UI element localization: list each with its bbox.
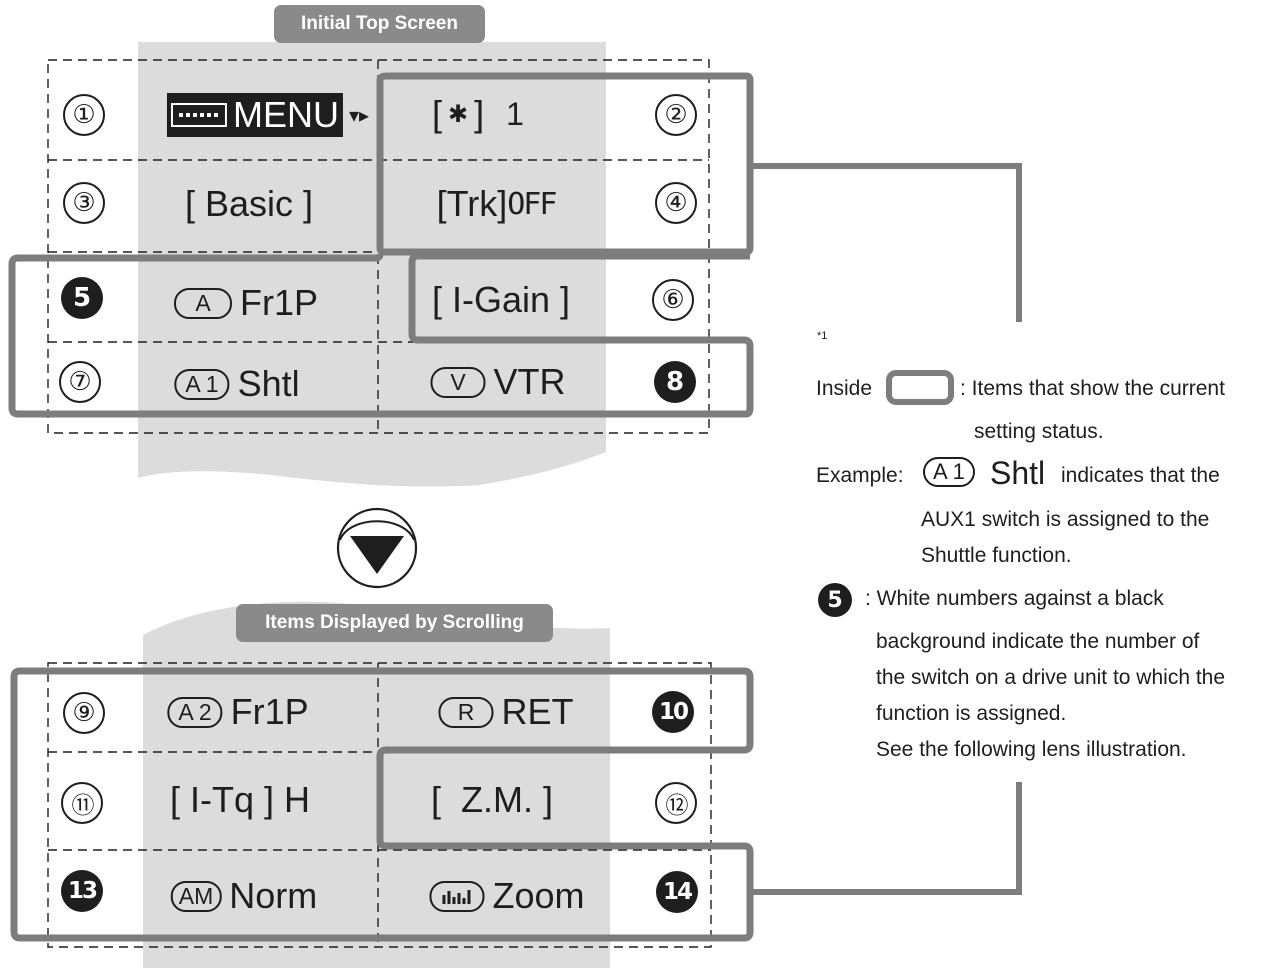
menu-arrow-icon: ▾▸ (348, 104, 370, 127)
legend-example-desc-1: indicates that the (1061, 464, 1220, 487)
item-10-label: RET (501, 691, 574, 732)
item-4[interactable]: [Trk] OFF (436, 180, 558, 228)
legend-footnote: *1 (817, 330, 828, 342)
legend-example-key: A 1 (923, 457, 975, 487)
setting-frames (8, 72, 754, 942)
legend-filled-num: 5 (818, 583, 852, 617)
frame-9-10 (10, 667, 754, 942)
legend-inside-label: Inside (816, 377, 873, 400)
item-2[interactable]: [ ✱ ] 1 (432, 90, 524, 138)
item-8-key: V (430, 366, 486, 398)
legend-inside-desc-1: : Items that show the current (960, 377, 1225, 400)
item-4-value: OFF (507, 186, 557, 222)
scroll-header: Items Displayed by Scrolling (236, 604, 553, 642)
menu-icon (170, 103, 227, 127)
item-5-key: A (173, 287, 232, 319)
num-3: ③ (63, 182, 105, 224)
bar-graph-icon (441, 890, 470, 904)
item-3-label: [ Basic ] (184, 183, 314, 224)
num-12: ⑫ (655, 782, 697, 824)
num-4: ④ (655, 182, 697, 224)
item-14-key (429, 880, 485, 912)
item-7-label: Shtl (237, 363, 300, 404)
item-4-label: [Trk] (436, 183, 508, 224)
num-14: 14 (656, 871, 698, 913)
legend-filled-desc-2: background indicate the number of (876, 630, 1200, 653)
legend-filled-desc-1: : White numbers against a black (865, 587, 1164, 610)
num-11: ⑪ (61, 782, 103, 824)
num-5: 5 (61, 277, 103, 319)
top-screen-header: Initial Top Screen (274, 5, 485, 43)
item-13-key: AM (170, 880, 222, 912)
item-10-key: R (438, 696, 494, 728)
num-2: ② (655, 94, 697, 136)
item-10[interactable]: R RET (438, 688, 574, 736)
item-6-label: [ I-Gain ] (431, 279, 571, 320)
legend-filled-desc-5: See the following lens illustration. (876, 738, 1187, 761)
item-9-key: A 2 (167, 696, 223, 728)
legend-filled-desc-3: the switch on a drive unit to which the (876, 666, 1226, 689)
item-5[interactable]: A Fr1P (173, 279, 319, 327)
menu-item[interactable]: MENU ▾▸ (166, 93, 370, 137)
num-7: ⑦ (59, 361, 101, 403)
legend-connector (752, 163, 1022, 895)
num-6: ⑥ (652, 279, 694, 321)
menu-label: MENU (232, 94, 339, 135)
item-9[interactable]: A 2 Fr1P (167, 688, 309, 736)
item-13-label: Norm (229, 875, 318, 916)
item-12-label: [ Z.M. ] (431, 779, 553, 820)
num-9: ⑨ (63, 692, 105, 734)
item-8[interactable]: V VTR (430, 358, 566, 406)
item-9-label: Fr1P (230, 691, 309, 732)
frame-5-left (8, 252, 754, 418)
item-13[interactable]: AM Norm (170, 872, 318, 920)
legend-frame-sample (886, 370, 954, 405)
legend-filled-desc-4: function is assigned. (876, 702, 1067, 725)
item-3[interactable]: [ Basic ] (185, 180, 313, 228)
menu-block: MENU (166, 93, 343, 137)
item-11-label: [ I-Tq ] H (169, 779, 311, 820)
item-12[interactable]: [ Z.M. ] (431, 776, 553, 824)
legend-example-desc-2: AUX1 switch is assigned to the (921, 508, 1210, 531)
item-6[interactable]: [ I-Gain ] (432, 276, 570, 324)
item-11[interactable]: [ I-Tq ] H (170, 776, 310, 824)
legend-example-desc-3: Shuttle function. (921, 544, 1072, 567)
legend-example-text: Shtl (990, 455, 1046, 491)
item-7-key: A 1 (174, 368, 230, 400)
item-2-prefix: [ (432, 93, 443, 134)
item-8-label: VTR (493, 361, 566, 402)
figure-icon: ✱ (448, 100, 469, 128)
frame-2-4-3 (376, 72, 754, 256)
item-14[interactable]: Zoom (429, 872, 585, 920)
num-10: 10 (652, 691, 694, 733)
item-5-label: Fr1P (239, 282, 319, 323)
item-2-suffix: ] (474, 93, 485, 134)
top-screen-header-label: Initial Top Screen (301, 13, 458, 34)
scroll-down-icon (336, 507, 418, 589)
frame-5-row (18, 253, 384, 262)
item-2-value: 1 (506, 95, 524, 132)
item-14-label: Zoom (492, 875, 585, 916)
legend-example-label: Example: (816, 464, 904, 487)
legend-inside-desc-2: setting status. (974, 420, 1104, 443)
top-screen-bg (138, 42, 606, 487)
item-7[interactable]: A 1 Shtl (174, 360, 300, 408)
num-13: 13 (61, 870, 103, 912)
num-8: 8 (654, 361, 696, 403)
num-1: ① (63, 94, 105, 136)
scroll-header-label: Items Displayed by Scrolling (265, 612, 524, 633)
